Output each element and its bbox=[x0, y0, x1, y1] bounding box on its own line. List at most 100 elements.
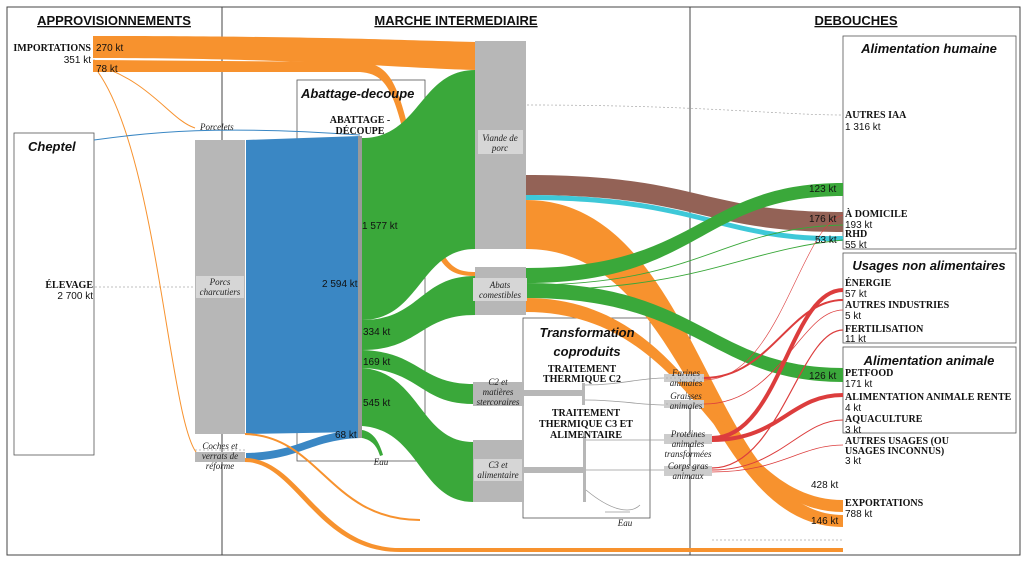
import-thin-lines bbox=[92, 63, 201, 457]
value-to-c2: 169 kt bbox=[363, 357, 390, 368]
box-title-usages-non-alim: Usages non alimentaires bbox=[852, 258, 1005, 273]
label-proteines-1: Protéines bbox=[670, 429, 706, 439]
label-c2-1: C2 et bbox=[488, 377, 508, 387]
box-title-transfo-2: coproduits bbox=[553, 344, 620, 359]
value-domicile-176: 176 kt bbox=[809, 214, 836, 225]
label-elevage: ÉLEVAGE bbox=[45, 279, 93, 291]
node-c2 bbox=[473, 382, 524, 406]
flow-porcelets bbox=[93, 129, 361, 141]
value-to-eau: 68 kt bbox=[335, 430, 357, 441]
thin-grey-transfo-lines bbox=[584, 377, 666, 513]
label-tt-c3-2: THERMIQUE C3 ET bbox=[539, 419, 633, 430]
red-flows bbox=[703, 214, 844, 473]
value-domicile-123: 123 kt bbox=[809, 184, 836, 195]
label-viande-bg bbox=[478, 130, 523, 154]
label-corps-2: animaux bbox=[673, 471, 704, 481]
value-to-abats: 334 kt bbox=[363, 327, 390, 338]
flow-viande-brown-to-domicile bbox=[526, 175, 843, 232]
value-abattage-in: 2 594 kt bbox=[322, 279, 358, 290]
label-coches-2: verrats de bbox=[202, 451, 238, 461]
label-viande-2: porc bbox=[491, 143, 508, 153]
node-abattage bbox=[358, 136, 362, 438]
outlets-section-frame bbox=[689, 6, 1021, 556]
flow-abattage-to-abats bbox=[362, 276, 475, 350]
outlet-domicile-value: 193 kt bbox=[845, 220, 872, 231]
outlet-aquaculture: AQUACULTURE bbox=[845, 414, 923, 425]
outlet-domicile: À DOMICILE bbox=[845, 208, 908, 220]
value-rhd-53: 53 kt bbox=[815, 235, 837, 246]
label-importations: IMPORTATIONS bbox=[13, 43, 91, 54]
flow-porcs-to-abattage bbox=[246, 136, 360, 434]
outlet-autres-iaa: AUTRES IAA bbox=[845, 110, 907, 121]
label-abats-bg bbox=[473, 278, 527, 301]
label-abats-2: comestibles bbox=[479, 290, 521, 300]
node-tt-c2-bar bbox=[582, 383, 585, 405]
label-tt-c2-2: THERMIQUE C2 bbox=[543, 374, 621, 385]
box-title-alim-animale: Alimentation animale bbox=[863, 353, 995, 368]
flow-viande-cyan-to-rhd bbox=[526, 195, 843, 242]
alim-animale-box bbox=[842, 346, 1017, 434]
outlet-fertilisation-value: 11 kt bbox=[845, 334, 866, 345]
flow-abats-to-petfood bbox=[526, 283, 843, 382]
section-title-outlets: DEBOUCHES bbox=[814, 13, 897, 28]
outlet-rhd-value: 55 kt bbox=[845, 240, 867, 251]
thin-grey-right-lines bbox=[664, 377, 843, 541]
label-coches-3: réforme bbox=[206, 461, 235, 471]
value-import-78: 78 kt bbox=[96, 64, 118, 75]
label-abattage-2: DÉCOUPE bbox=[336, 125, 385, 137]
label-coches-1: Coches et bbox=[202, 441, 238, 451]
label-c3-2: alimentaire bbox=[477, 470, 518, 480]
label-c2-2: matières bbox=[483, 387, 514, 397]
outlet-energie-value: 57 kt bbox=[845, 289, 867, 300]
outlet-autres-usages-1: AUTRES USAGES (OU bbox=[845, 436, 949, 447]
guide-lines bbox=[92, 59, 844, 451]
box-title-cheptel: Cheptel bbox=[28, 139, 76, 154]
node-tt-c3-bar bbox=[583, 432, 586, 502]
outlet-petfood-value: 171 kt bbox=[845, 379, 872, 390]
flow-abattage-to-viande bbox=[362, 70, 475, 320]
label-abats-1: Abats bbox=[489, 280, 511, 290]
node-coches bbox=[195, 452, 245, 462]
label-proteines-3: transformées bbox=[665, 449, 712, 459]
outlet-autres-usages-2: USAGES INCONNUS) bbox=[845, 446, 944, 457]
label-abattage-1: ABATTAGE - bbox=[330, 115, 390, 126]
value-to-viande: 1 577 kt bbox=[362, 221, 398, 232]
label-viande-1: Viande de bbox=[482, 133, 518, 143]
outlet-autres-industries: AUTRES INDUSTRIES bbox=[845, 300, 950, 311]
outlet-exportations-value: 788 kt bbox=[845, 509, 872, 520]
flow-abats-to-domicile bbox=[526, 183, 843, 283]
label-c2-3: stercoraires bbox=[477, 397, 520, 407]
label-graisses-2: animales bbox=[670, 401, 703, 411]
box-title-transfo-1: Transformation bbox=[539, 325, 634, 340]
label-porcs-2: charcutiers bbox=[200, 287, 241, 297]
outlet-petfood: PETFOOD bbox=[845, 368, 893, 379]
flow-abattage-to-eau bbox=[362, 430, 383, 456]
outlet-alim-rente: ALIMENTATION ANIMALE RENTE bbox=[845, 392, 1012, 403]
label-eau-abattage: Eau bbox=[373, 457, 389, 467]
label-porcs-bg bbox=[196, 276, 244, 298]
transformation-box bbox=[522, 317, 651, 519]
label-proteines-2: animales bbox=[672, 439, 705, 449]
flow-viande-orange-to-export bbox=[526, 200, 843, 527]
label-tt-c3-1: TRAITEMENT bbox=[552, 408, 621, 419]
label-eau-transfo: Eau bbox=[617, 518, 633, 528]
outlet-alim-rente-value: 4 kt bbox=[845, 403, 861, 414]
flow-abattage-to-c2 bbox=[362, 350, 473, 404]
outlet-fertilisation: FERTILISATION bbox=[845, 324, 924, 335]
outlet-rhd: RHD bbox=[845, 229, 867, 240]
usages-non-alim-box bbox=[842, 252, 1017, 344]
outlet-energie: ÉNERGIE bbox=[845, 277, 891, 289]
label-farines-2: animales bbox=[670, 378, 703, 388]
value-petfood-126: 126 kt bbox=[809, 371, 836, 382]
label-c3-bg bbox=[474, 459, 522, 481]
outlet-autres-usages-value: 3 kt bbox=[845, 456, 861, 467]
label-tt-c2-1: TRAITEMENT bbox=[548, 364, 617, 375]
flow-abattage-to-c3 bbox=[362, 368, 473, 502]
outlet-autres-iaa-value: 1 316 kt bbox=[845, 122, 881, 133]
outlet-autres-industries-value: 5 kt bbox=[845, 311, 861, 322]
box-title-abattage: Abattage-decoupe bbox=[300, 86, 414, 101]
label-farines-1: Farines bbox=[671, 368, 700, 378]
value-export-146: 146 kt bbox=[811, 516, 838, 527]
thin-green-lines bbox=[525, 224, 844, 291]
